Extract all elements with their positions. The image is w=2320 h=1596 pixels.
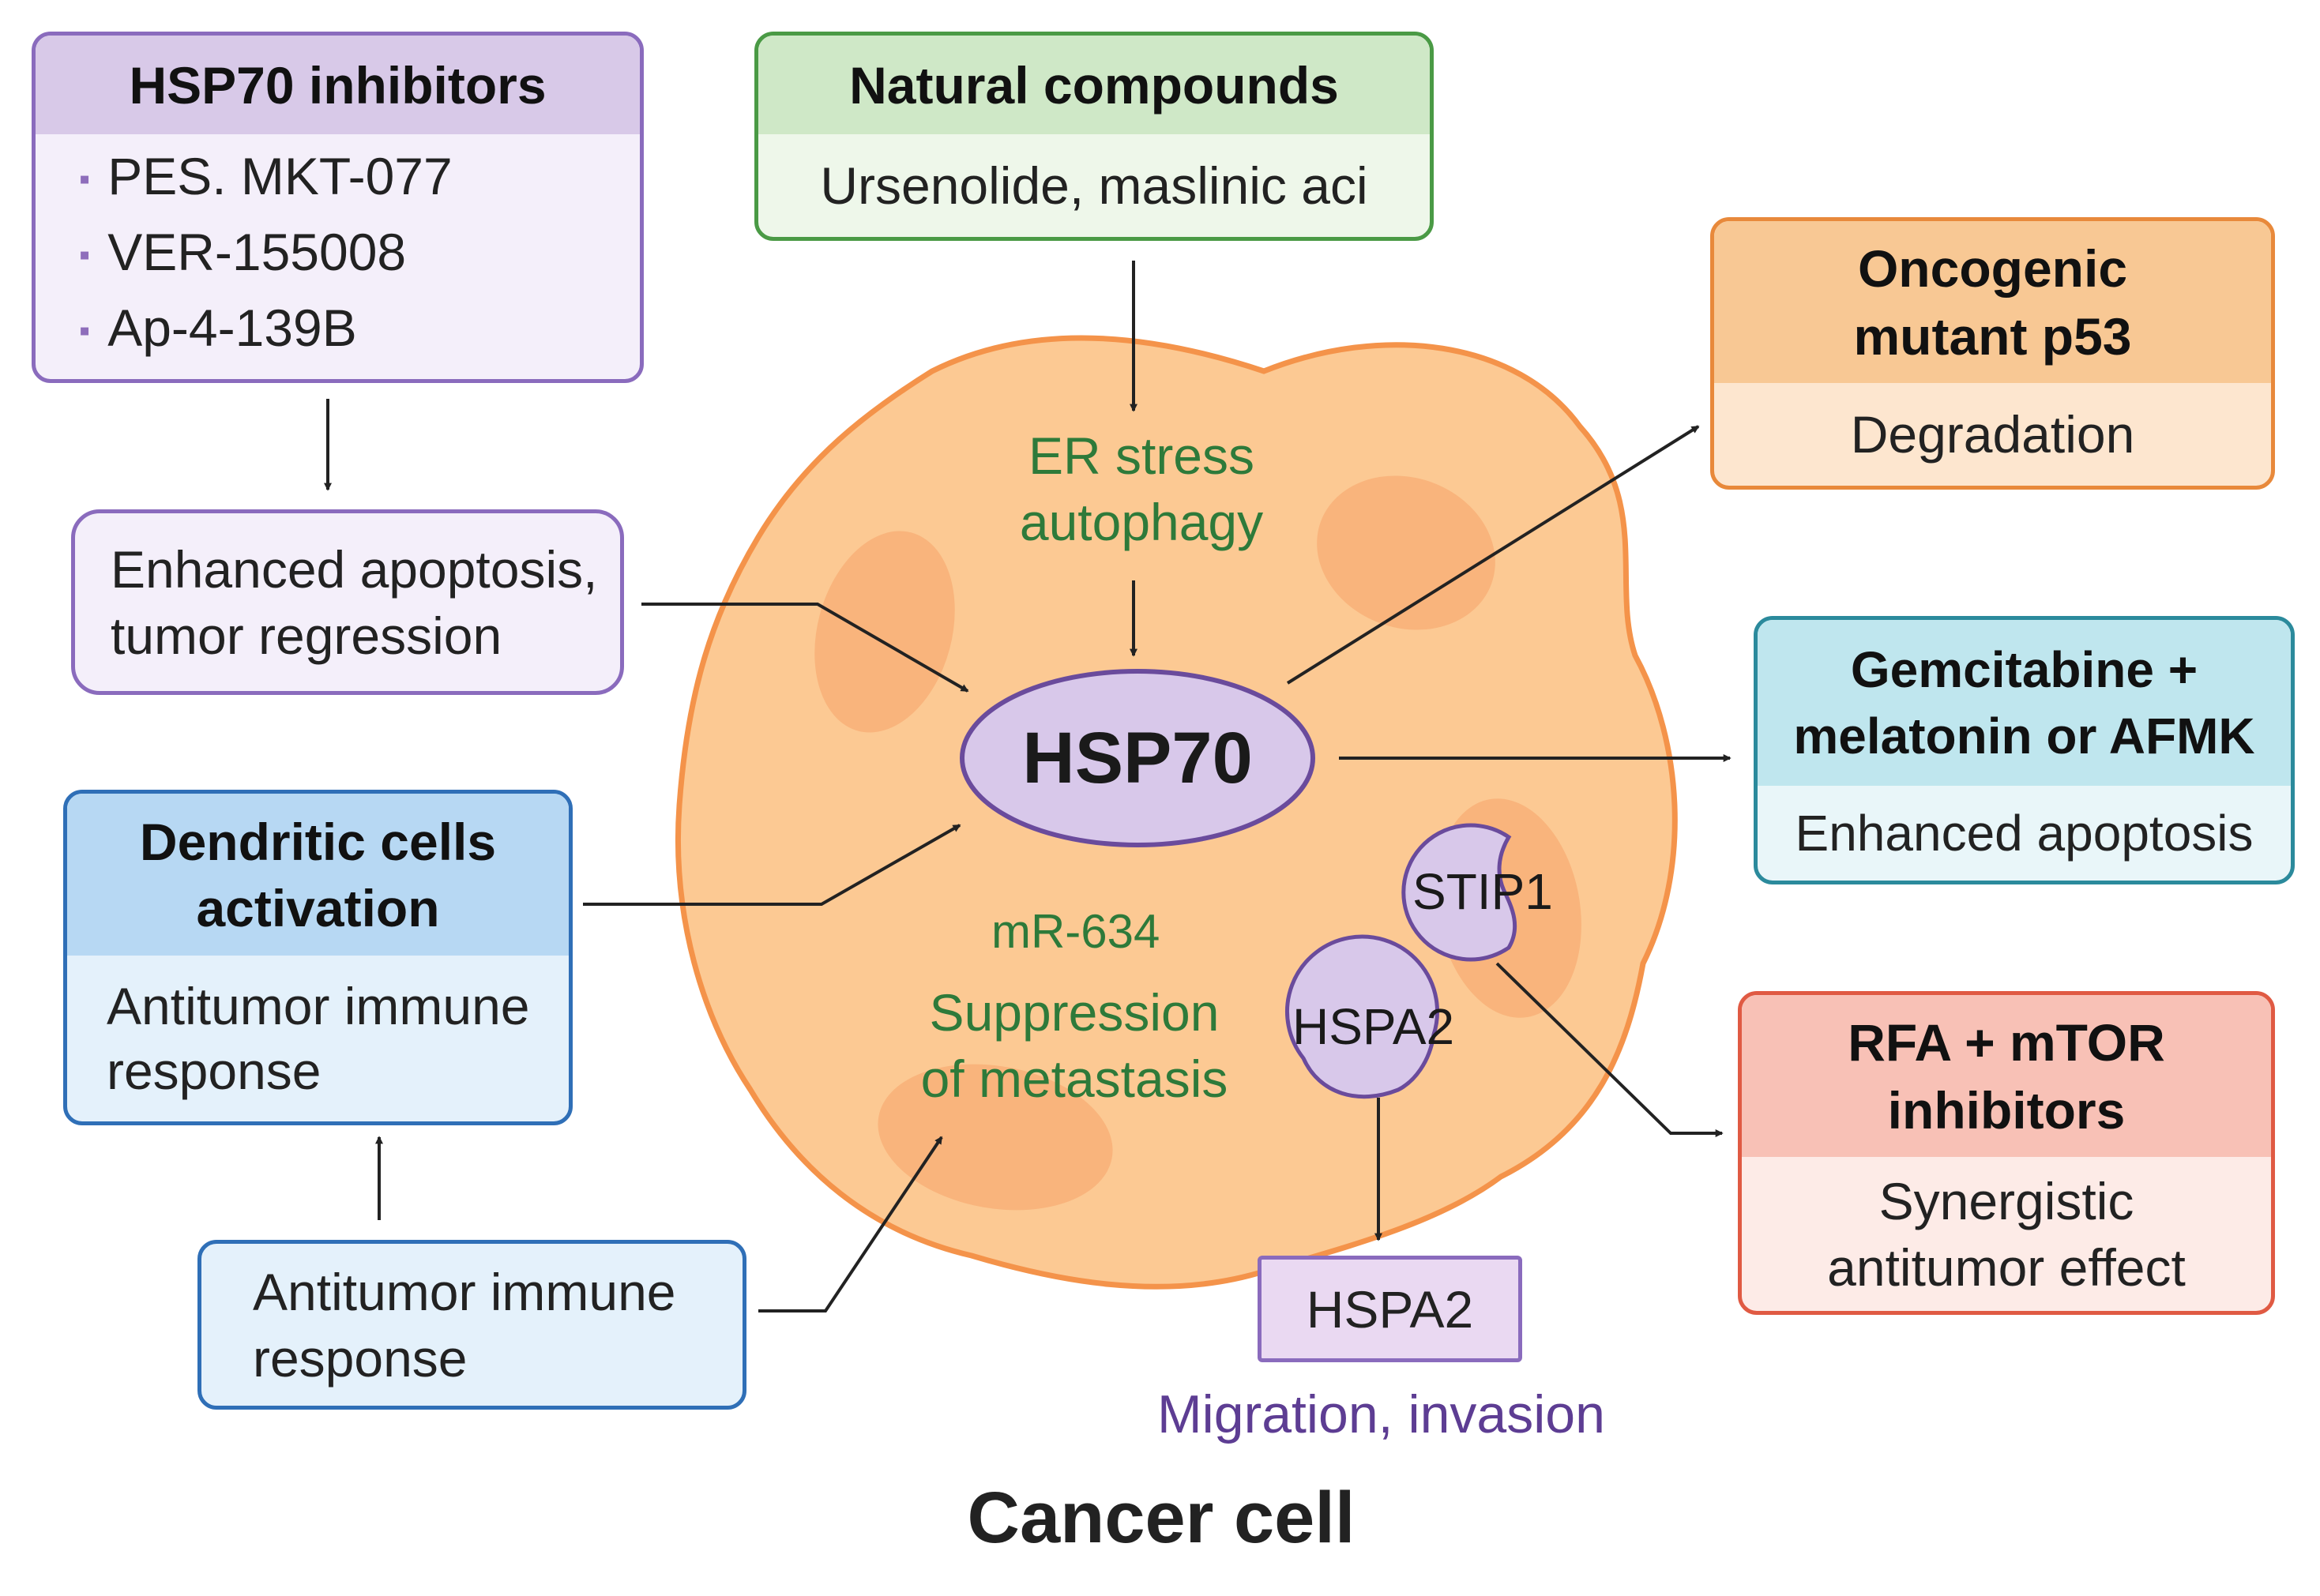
rfa-mtor-text: antitumor effect	[1827, 1237, 2186, 1297]
gemcitabine-header: Gemcitabine + melatonin or AFMK	[1758, 620, 2291, 786]
er-stress-line: ER stress	[1028, 426, 1255, 485]
hsp70-label: HSP70	[1022, 718, 1253, 798]
oncogenic-p53-header: Oncogenic mutant p53	[1714, 221, 2271, 383]
oncogenic-p53-box: Oncogenic mutant p53 Degradation	[1710, 217, 2275, 490]
organelle-bottom-left	[878, 1064, 1113, 1211]
enhanced-apoptosis-body: Enhanced apoptosis, tumor regression	[75, 513, 620, 691]
oncogenic-p53-title: Oncogenic	[1857, 238, 2128, 298]
dendritic-cells-title: Dendritic cells	[139, 812, 497, 871]
arrow-dendritic-to-hsp70	[583, 824, 961, 906]
enhanced-apoptosis-line: tumor regression	[111, 606, 502, 665]
rfa-mtor-body: Synergistic antitumor effect	[1742, 1157, 2271, 1311]
antitumor-response-box: Antitumor immune response	[197, 1240, 746, 1410]
hspa2-box: HSPA2	[1258, 1256, 1522, 1362]
inhibitor-item: VER-155008	[79, 218, 640, 294]
oncogenic-p53-title: mutant p53	[1853, 306, 2132, 366]
dendritic-cells-header: Dendritic cells activation	[67, 794, 569, 956]
dendritic-cells-title: activation	[196, 878, 440, 937]
natural-compounds-header: Natural compounds	[758, 36, 1430, 134]
hspa2-box-body: HSPA2	[1262, 1260, 1518, 1358]
migration-invasion-label: Migration, invasion	[1157, 1384, 1605, 1444]
gemcitabine-text: Enhanced apoptosis	[1795, 805, 2254, 862]
oncogenic-p53-text: Degradation	[1850, 405, 2135, 464]
er-stress-line: autophagy	[1019, 493, 1264, 551]
oncogenic-p53-body: Degradation	[1714, 383, 2271, 486]
arrow-hsp70-to-p53	[1286, 425, 1700, 685]
hsp70-inhibitors-title: HSP70 inhibitors	[129, 55, 547, 115]
gemcitabine-body: Enhanced apoptosis	[1758, 786, 2291, 881]
hsp70-ellipse	[960, 669, 1315, 847]
gemcitabine-title: Gemcitabine +	[1850, 641, 2198, 698]
gemcitabine-title: melatonin or AFMK	[1793, 708, 2255, 764]
hspa2-box-label: HSPA2	[1306, 1279, 1474, 1339]
stip1-shape	[1401, 823, 1517, 962]
antitumor-response-line: Antitumor immune	[253, 1262, 676, 1321]
dendritic-cells-text: Antitumor immune	[107, 977, 530, 1035]
hspa2-inner-label: HSPA2	[1292, 998, 1455, 1055]
natural-compounds-box: Natural compounds Ursenolide, maslinic a…	[754, 32, 1434, 241]
natural-compounds-title: Natural compounds	[849, 55, 1339, 115]
rfa-mtor-text: Synergistic	[1878, 1171, 2134, 1230]
gemcitabine-box: Gemcitabine + melatonin or AFMK Enhanced…	[1754, 616, 2295, 884]
natural-compounds-text: Ursenolide, maslinic aci	[820, 156, 1368, 215]
hsp70-inhibitors-header: HSP70 inhibitors	[36, 36, 640, 134]
organelle-upper-right	[1317, 475, 1495, 630]
suppression-label: Suppression of metastasis	[885, 979, 1264, 1112]
hsp70-inhibitors-list: PES. MKT-077 VER-155008 Ap-4-139B	[36, 134, 640, 370]
suppression-line: Suppression	[929, 983, 1220, 1042]
arrow-stip1-to-rfa	[1495, 962, 1724, 1137]
rfa-mtor-title: RFA + mTOR	[1848, 1012, 2165, 1072]
natural-compounds-body: Ursenolide, maslinic aci	[758, 134, 1430, 237]
dendritic-cells-text: response	[107, 1042, 321, 1100]
rfa-mtor-box: RFA + mTOR inhibitors Synergistic antitu…	[1738, 991, 2275, 1315]
arrow-bottom-to-suppression	[758, 1136, 943, 1312]
cancer-cell-title: Cancer cell	[967, 1478, 1356, 1558]
enhanced-apoptosis-box: Enhanced apoptosis, tumor regression	[71, 509, 624, 695]
rfa-mtor-title: inhibitors	[1887, 1080, 2126, 1140]
antitumor-response-body: Antitumor immune response	[201, 1244, 743, 1406]
rfa-mtor-header: RFA + mTOR inhibitors	[1742, 995, 2271, 1157]
hsp70-inhibitors-box: HSP70 inhibitors PES. MKT-077 VER-155008…	[32, 32, 644, 383]
inhibitor-item: PES. MKT-077	[79, 142, 640, 218]
inhibitor-item: Ap-4-139B	[79, 294, 640, 370]
hspa2-inner-shape	[1285, 934, 1439, 1099]
antitumor-response-line: response	[253, 1328, 468, 1388]
enhanced-apoptosis-line: Enhanced apoptosis,	[111, 539, 598, 599]
dendritic-cells-box: Dendritic cells activation Antitumor imm…	[63, 790, 573, 1125]
organelle-left	[814, 531, 955, 733]
mir-label: mR-634	[991, 905, 1160, 958]
arrow-apoptosis-to-hsp70	[641, 603, 969, 693]
er-stress-label: ER stress autophagy	[976, 422, 1307, 555]
dendritic-cells-body: Antitumor immune response	[67, 956, 569, 1121]
suppression-line: of metastasis	[920, 1050, 1228, 1108]
stip1-label: STIP1	[1412, 863, 1553, 920]
